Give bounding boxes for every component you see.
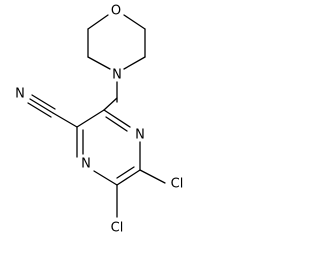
nitrile-group — [27, 94, 78, 128]
bond-c-n-right — [123, 56, 146, 70]
bond-c3-n4 — [103, 109, 131, 128]
morpholine-ring — [87, 14, 146, 70]
bond-c5-cl — [139, 169, 166, 184]
bond-c2-c3 — [76, 109, 105, 128]
bond-c6-n1 — [93, 170, 118, 186]
triple-bond-a — [29, 98, 54, 114]
bond-n-c-left — [87, 56, 111, 70]
atom-pyrazine-nitrogen-top: N — [135, 128, 145, 143]
bond-c3-n4-double — [105, 116, 128, 132]
bond-o-c-right — [123, 14, 146, 30]
atom-pyrazine-nitrogen-bottom: N — [81, 157, 91, 172]
bond-c2-cn — [52, 112, 78, 128]
triple-bond-b — [31, 94, 56, 110]
atom-chlorine-2: Cl — [111, 221, 124, 236]
triple-bond-c — [27, 102, 52, 118]
structure-canvas: O N N N N Cl Cl — [15, 4, 184, 236]
atom-morpholine-nitrogen: N — [112, 68, 122, 83]
atom-nitrile-nitrogen: N — [15, 87, 25, 102]
atom-chlorine-1: Cl — [171, 177, 184, 192]
bond-c5-c6-double — [116, 166, 135, 179]
pyrazine-ring — [76, 109, 141, 186]
bond-c-o-left — [87, 14, 109, 30]
molecule-drawing: O N N N N Cl Cl — [15, 4, 184, 236]
bond-c5-c6 — [116, 169, 141, 186]
bond-n-c3 — [103, 97, 118, 111]
atom-oxygen: O — [111, 4, 121, 19]
